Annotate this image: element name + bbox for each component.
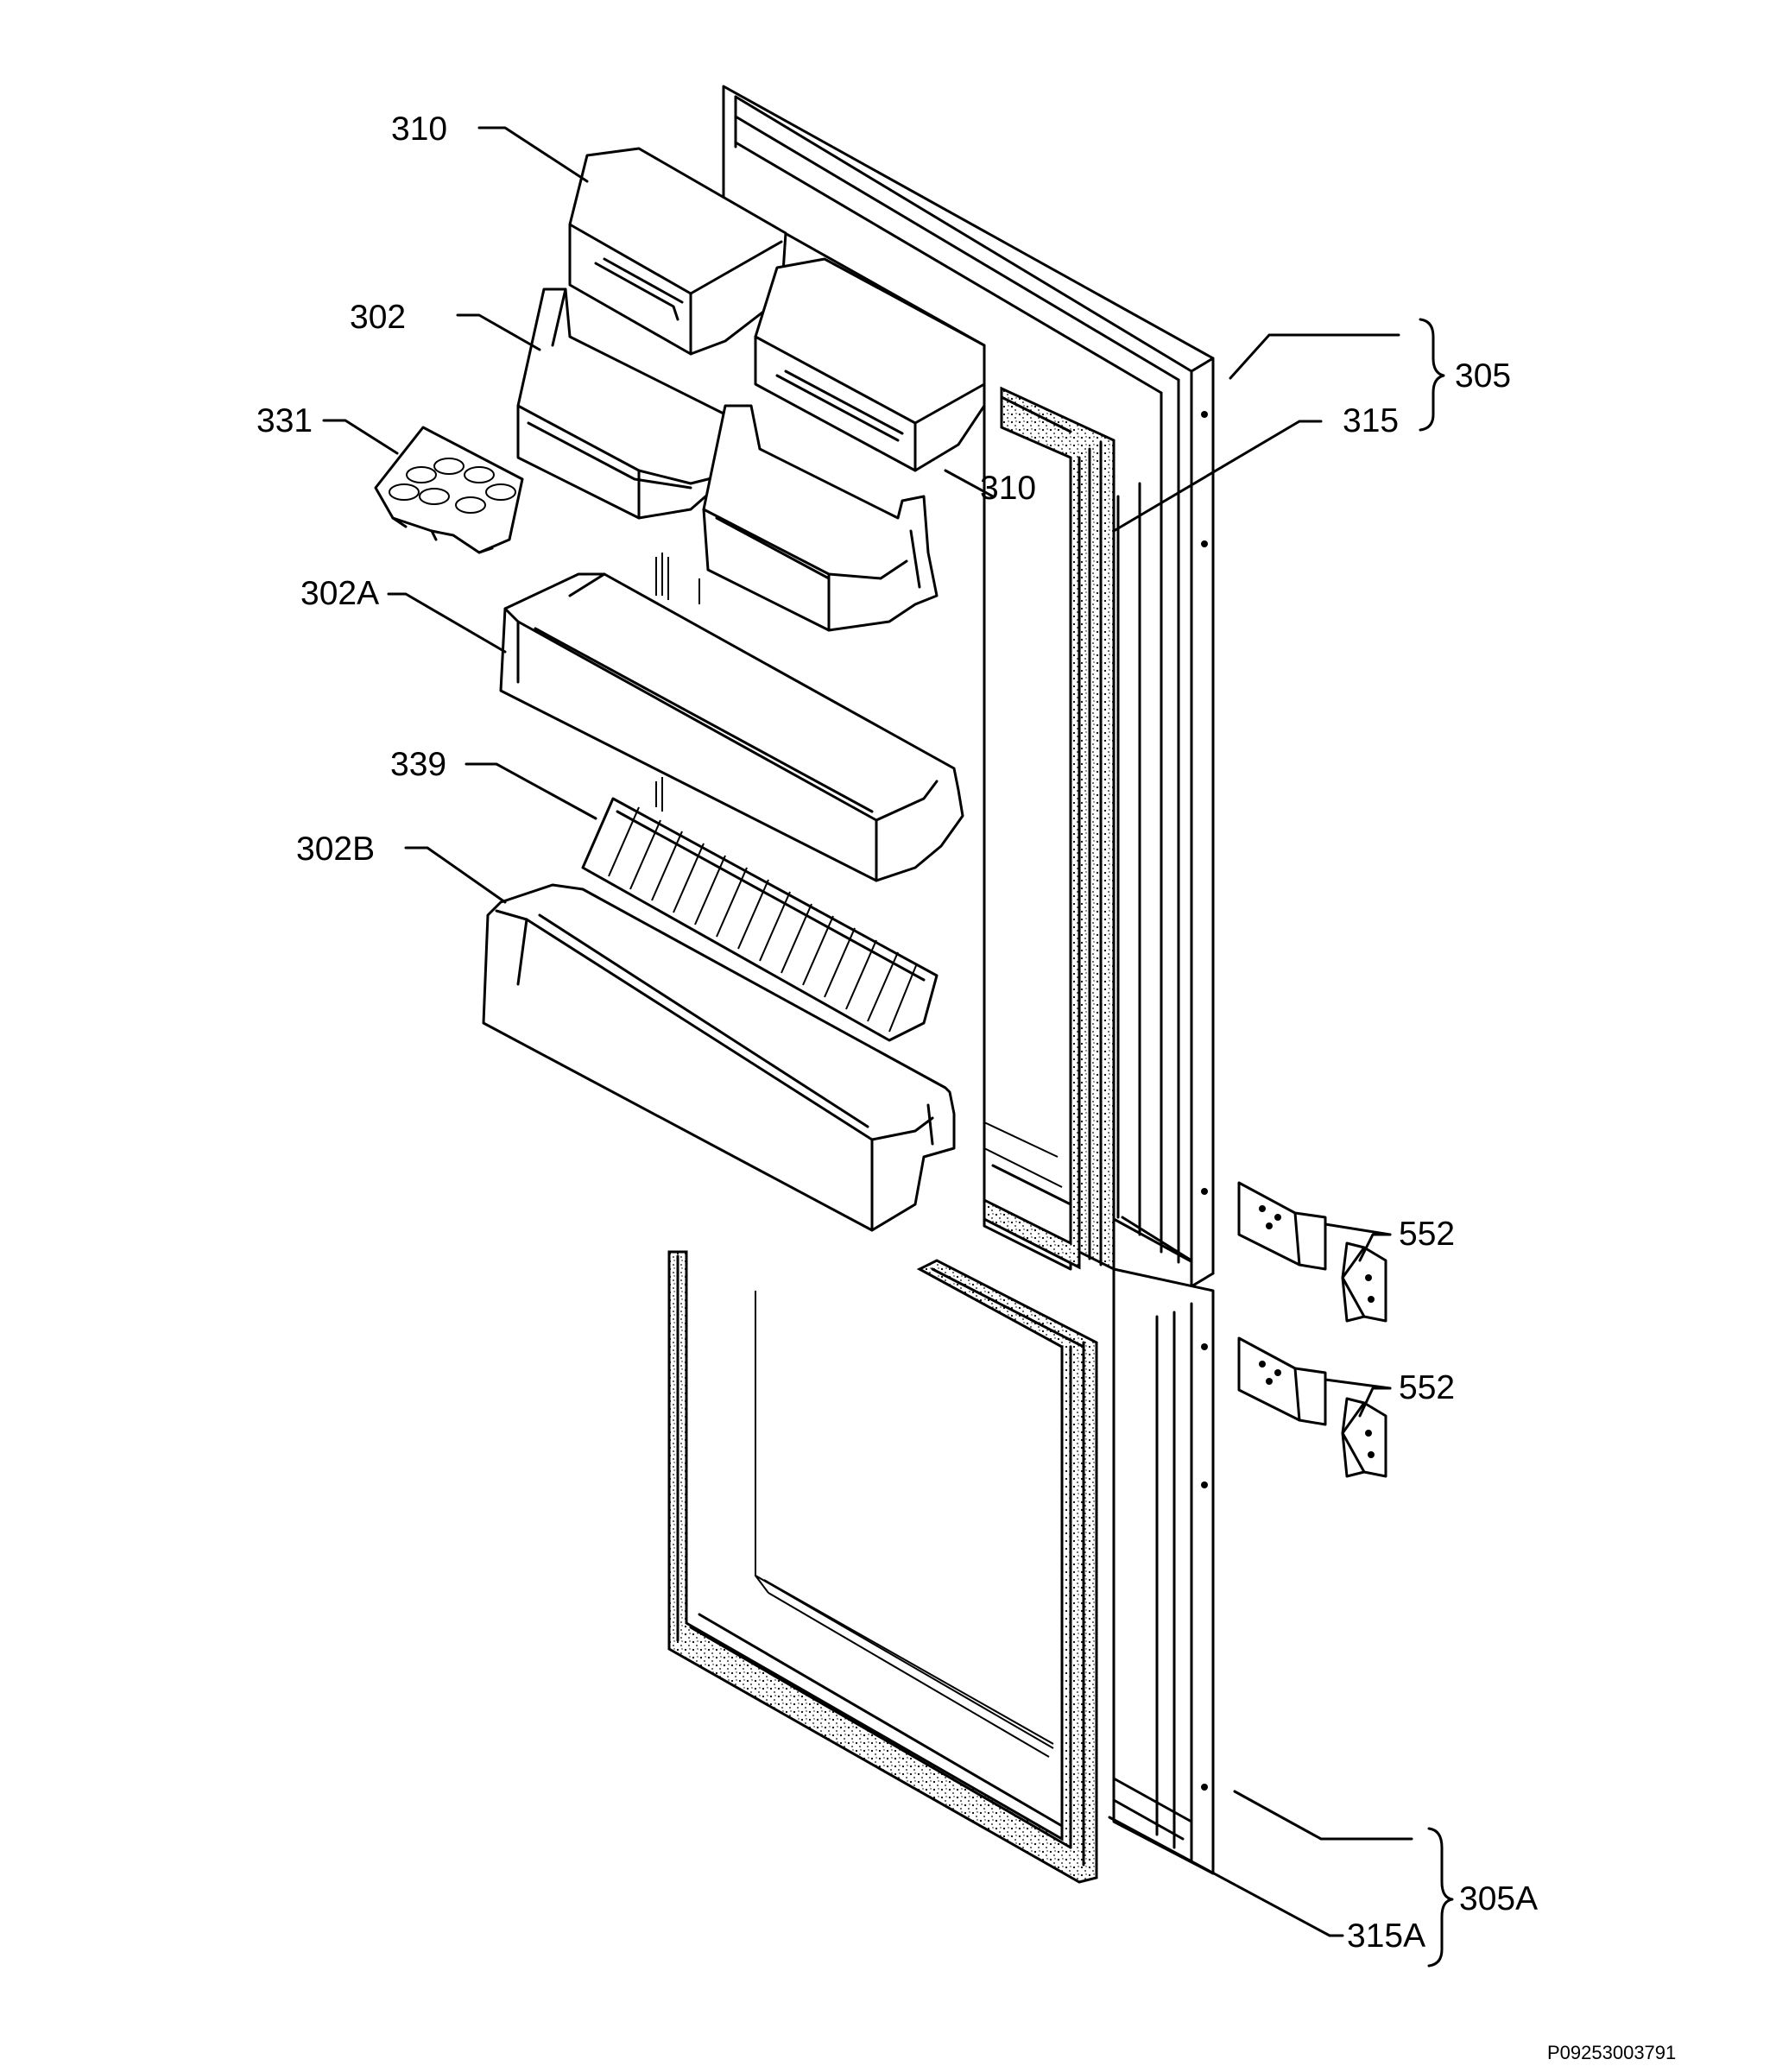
brace-305a — [1427, 1827, 1454, 1968]
lower-door-liner — [755, 1291, 1054, 1758]
label-310-mid: 310 — [980, 470, 1036, 507]
label-552-top: 552 — [1399, 1216, 1455, 1253]
label-302a: 302A — [300, 575, 379, 612]
lower-door — [1112, 1267, 1215, 1875]
label-331: 331 — [256, 402, 313, 439]
upper-gasket — [983, 386, 1116, 1272]
brace-305 — [1419, 318, 1445, 432]
label-305: 305 — [1455, 357, 1511, 395]
document-code: P09253003791 — [1547, 2042, 1676, 2063]
egg-tray — [374, 426, 524, 554]
dairy-cover-left — [568, 147, 787, 356]
label-310-top: 310 — [391, 111, 447, 148]
dairy-cover-right — [754, 257, 986, 472]
label-302: 302 — [350, 299, 406, 336]
label-339: 339 — [390, 746, 446, 783]
small-shelf-right — [702, 404, 939, 632]
upper-door-liner — [655, 553, 1063, 1188]
hinge-bracket-upper — [1237, 1181, 1387, 1323]
label-305a: 305A — [1459, 1880, 1538, 1917]
bottle-retainer-339 — [581, 797, 939, 1042]
bottle-shelf-302b — [482, 883, 956, 1232]
hinge-bracket-lower — [1237, 1336, 1387, 1478]
label-315a: 315A — [1347, 1917, 1425, 1955]
label-315: 315 — [1343, 402, 1399, 439]
leader-lines — [322, 126, 1413, 1937]
lower-gasket — [667, 1250, 1098, 1884]
label-552-bottom: 552 — [1399, 1369, 1455, 1406]
long-shelf-302a — [499, 572, 964, 882]
part-labels: 310 302 331 310 302A 339 302B 305 315 55… — [256, 111, 1538, 1955]
label-302b: 302B — [296, 831, 375, 868]
